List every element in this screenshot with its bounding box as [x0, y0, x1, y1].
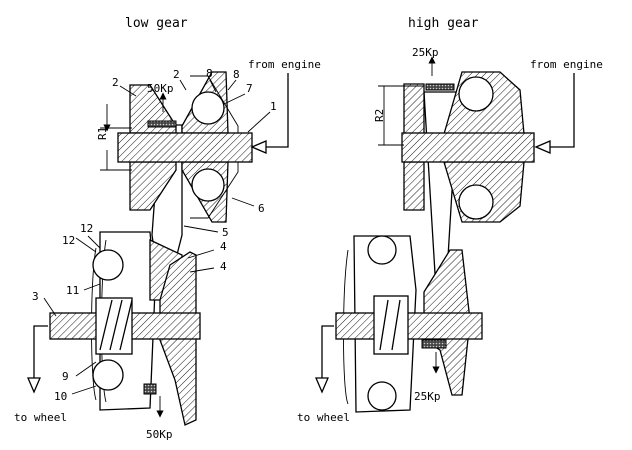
low-gear-assembly — [49, 71, 253, 426]
friction-pad-lower-left — [143, 383, 157, 395]
spring-right — [379, 299, 401, 351]
drive-pulley-fixed-right — [403, 83, 425, 135]
part-number-11: 11 — [66, 284, 79, 297]
part-number-2b: 2 — [173, 68, 180, 81]
spring-housing-right — [373, 295, 409, 355]
friction-pad-left — [147, 120, 177, 128]
part-number-8a: 8 — [206, 67, 213, 80]
part-number-3: 3 — [32, 290, 39, 303]
high-gear-annotations — [315, 56, 575, 394]
ball-upper-right — [458, 76, 494, 112]
dimension-r2: R2 — [373, 109, 386, 122]
force-label-right-bottom: 25Kp — [414, 390, 441, 403]
label-from-engine-left: from engine — [248, 58, 321, 71]
force-label-left-bottom: 50Kp — [146, 428, 173, 441]
part-number-6: 6 — [258, 202, 265, 215]
part-number-10: 10 — [54, 390, 67, 403]
driven-ball-upper-right — [367, 235, 397, 265]
force-label-right-top: 25Kp — [412, 46, 439, 59]
ball-lower-right — [458, 184, 494, 220]
spring-housing-left — [95, 297, 133, 355]
part-number-8b: 8 — [233, 68, 240, 81]
label-to-wheel-right: to wheel — [297, 411, 350, 424]
part-number-5: 5 — [222, 226, 229, 239]
output-shaft-right — [335, 312, 483, 340]
part-number-12b: 12 — [80, 222, 93, 235]
part-number-4a: 4 — [220, 240, 227, 253]
part-number-4b: 4 — [220, 260, 227, 273]
drive-pulley-fixed-right-low — [403, 161, 425, 211]
friction-pad-lower-right — [421, 339, 447, 349]
driven-ball-lower-left — [92, 359, 124, 391]
dimension-r1: R1 — [96, 127, 109, 140]
title-low-gear: low gear — [125, 16, 188, 31]
part-number-7: 7 — [246, 82, 253, 95]
part-number-1: 1 — [270, 100, 277, 113]
driven-ball-lower-right — [367, 381, 397, 411]
label-to-wheel-left: to wheel — [14, 411, 67, 424]
friction-pad-right — [425, 83, 455, 91]
input-shaft-left — [117, 132, 253, 163]
force-label-left-top: 50Kp — [147, 82, 174, 95]
ball-upper-left — [191, 91, 225, 125]
spring-left — [99, 299, 133, 351]
part-number-12a: 12 — [62, 234, 75, 247]
driven-ball-upper-left — [92, 249, 124, 281]
high-gear-assembly — [335, 71, 535, 413]
part-number-9: 9 — [62, 370, 69, 383]
low-gear-annotations — [27, 73, 289, 418]
input-shaft-right — [401, 132, 535, 163]
label-from-engine-right: from engine — [530, 58, 603, 71]
part-number-2a: 2 — [112, 76, 119, 89]
title-high-gear: high gear — [408, 16, 479, 31]
ball-lower-left — [191, 168, 225, 202]
